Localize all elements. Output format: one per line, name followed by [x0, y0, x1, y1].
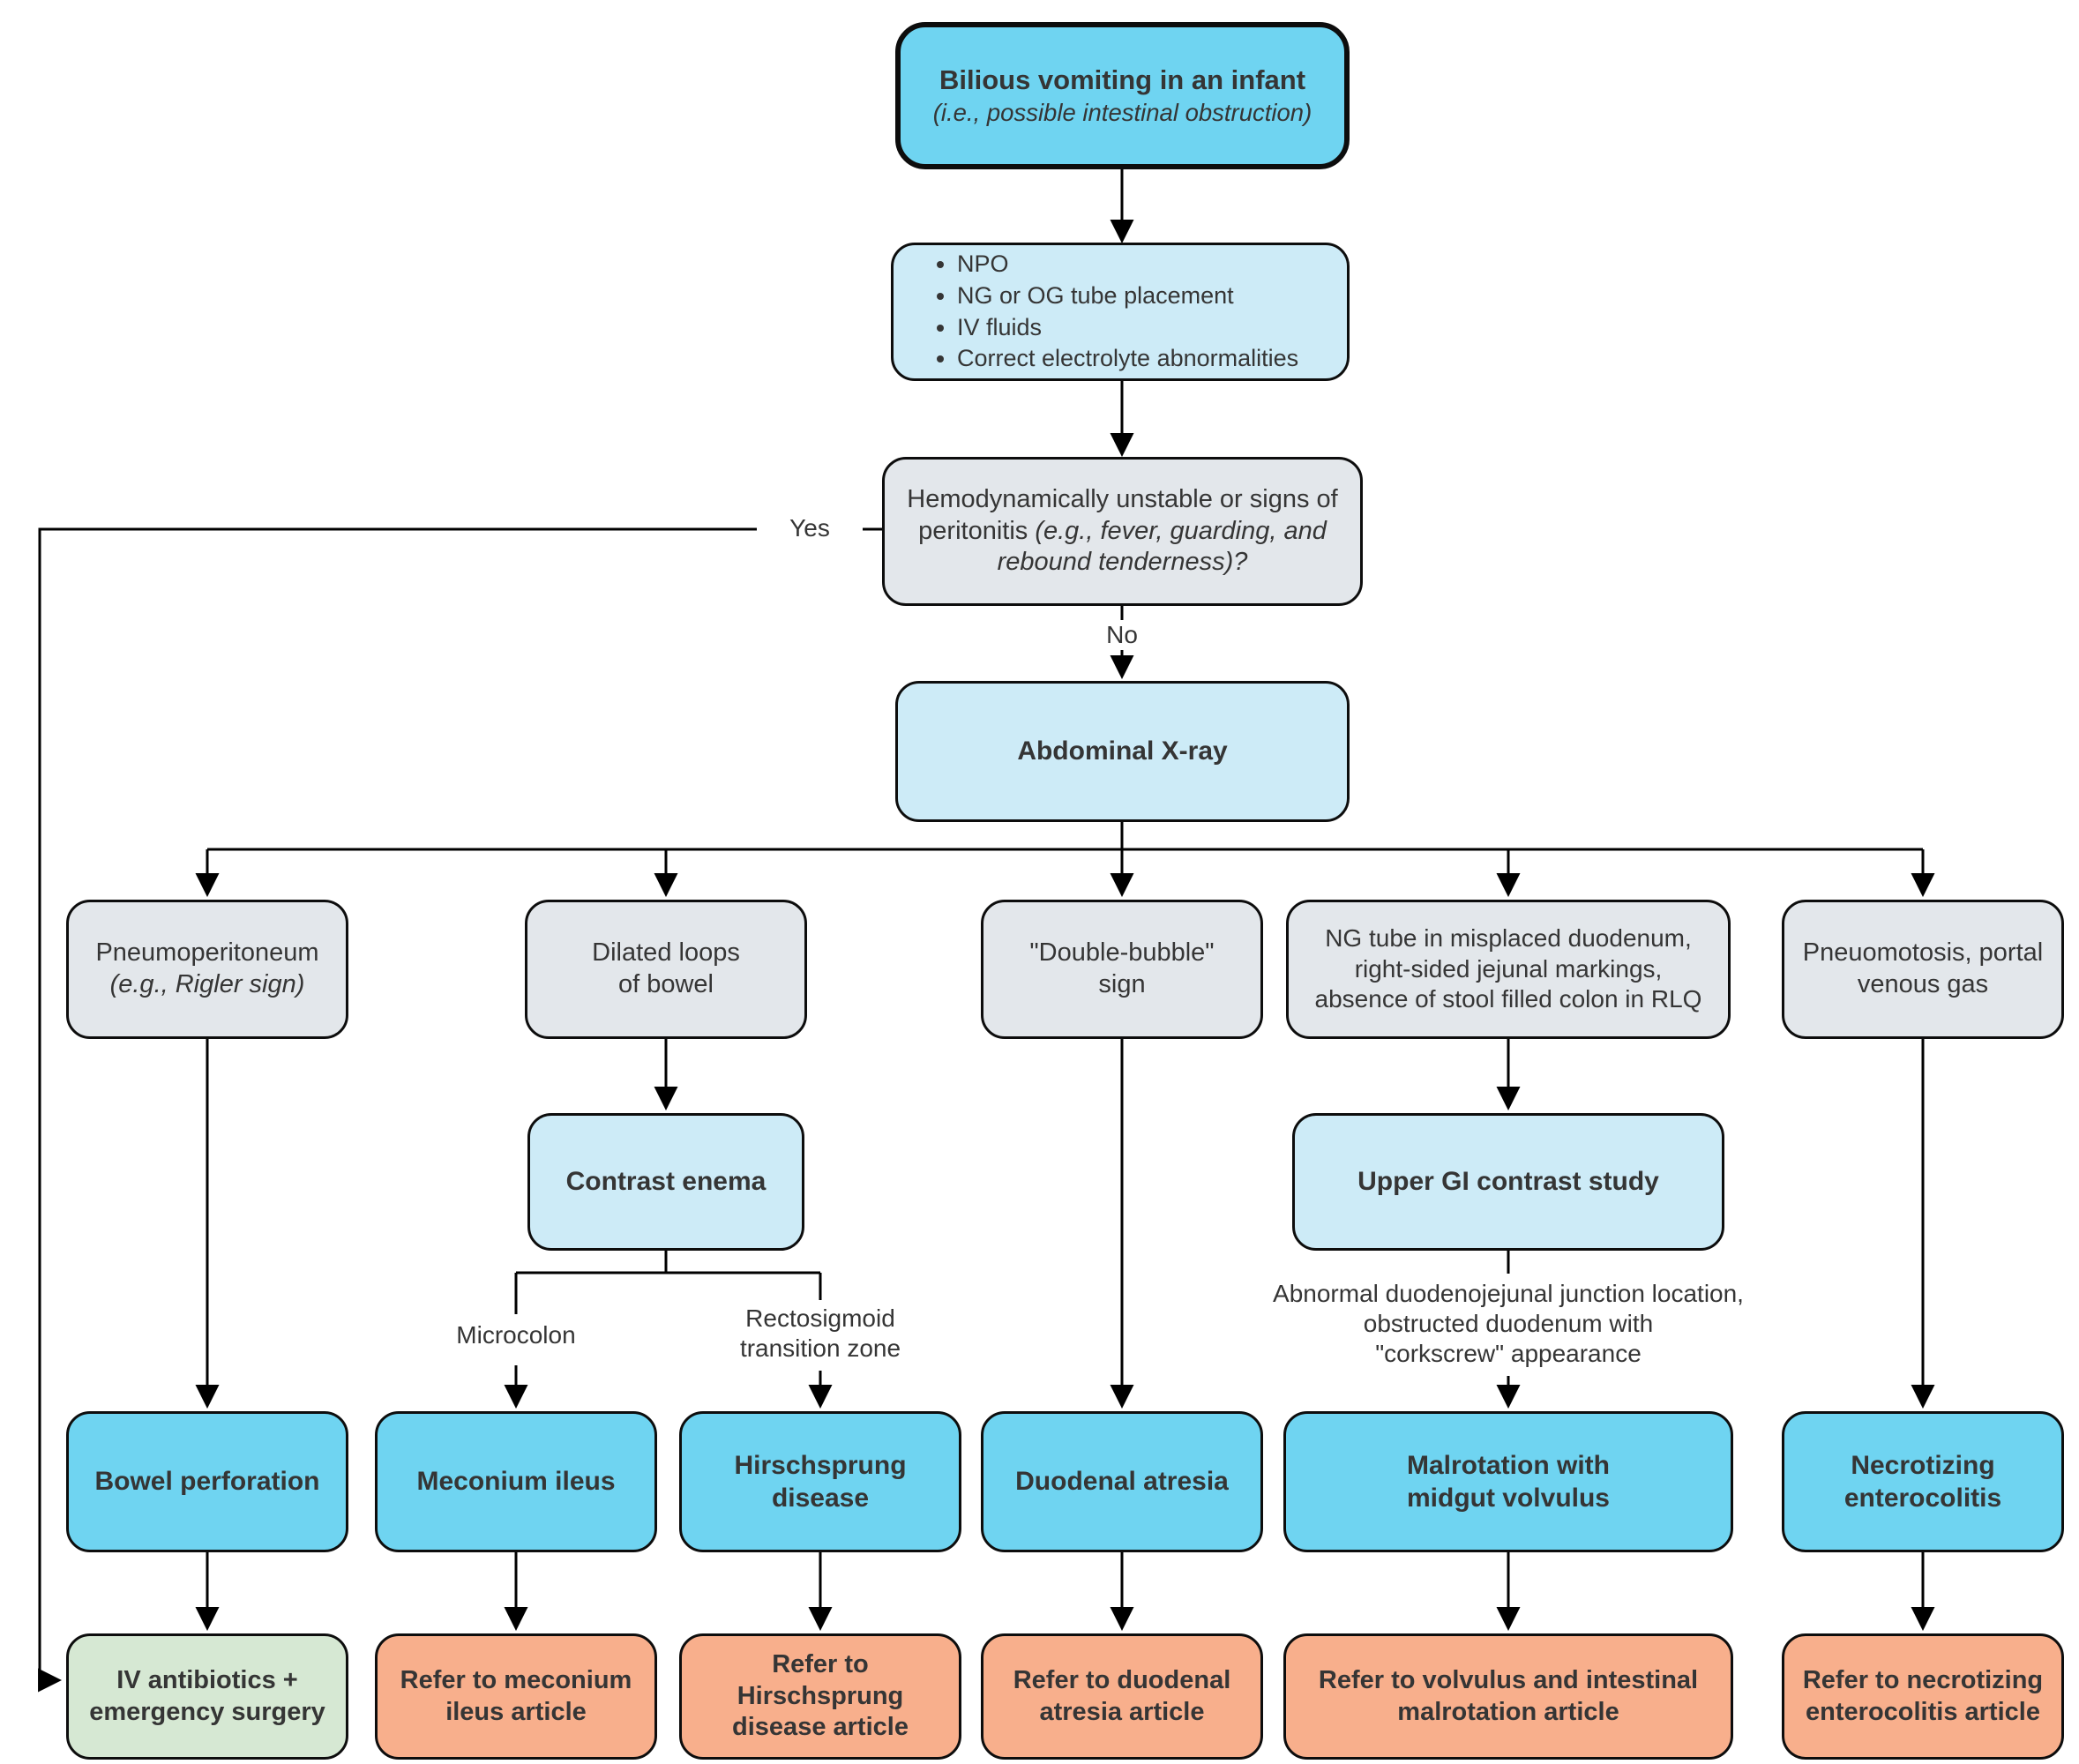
start-subtitle: (i.e., possible intestinal obstruction) — [932, 98, 1312, 126]
management-item: NPO — [957, 249, 1298, 280]
management-item: NG or OG tube placement — [957, 280, 1298, 312]
management-list: NPO NG or OG tube placement IV fluids Co… — [906, 249, 1298, 376]
node-contrast-enema: Contrast enema — [527, 1113, 804, 1251]
node-refer-meconium-ileus: Refer to meconium ileus article — [375, 1633, 657, 1760]
management-item: Correct electrolyte abnormalities — [957, 343, 1298, 375]
node-refer-hirschsprung: Refer to Hirschsprung disease article — [679, 1633, 961, 1760]
decision-text-wrap: Hemodynamically unstable or signs of per… — [897, 484, 1348, 579]
start-title: Bilious vomiting in an infant — [939, 64, 1306, 96]
node-dx-hirschsprung: Hirschsprung disease — [679, 1411, 961, 1552]
node-decision-unstable-peritonitis: Hemodynamically unstable or signs of per… — [882, 457, 1363, 606]
node-dx-malrotation-volvulus: Malrotation with midgut volvulus — [1283, 1411, 1733, 1552]
decision-text-italic: (e.g., fever, guarding, and rebound tend… — [997, 516, 1327, 577]
label-microcolon: Microcolon — [456, 1321, 576, 1349]
node-finding-double-bubble: "Double-bubble" sign — [981, 900, 1263, 1039]
node-dx-bowel-perforation: Bowel perforation — [66, 1411, 348, 1552]
node-start-bilious-vomiting: Bilious vomiting in an infant (i.e., pos… — [895, 22, 1350, 169]
label-rectosigmoid-transition: Rectosigmoid transition zone — [739, 1304, 901, 1363]
node-upper-gi-study: Upper GI contrast study — [1292, 1113, 1724, 1251]
node-abdominal-xray: Abdominal X-ray — [895, 681, 1350, 822]
node-refer-necrotizing-enterocolitis: Refer to necrotizing enterocolitis artic… — [1782, 1633, 2064, 1760]
node-action-iv-antibiotics-surgery: IV antibiotics + emergency surgery — [66, 1633, 348, 1760]
node-finding-pneumatosis: Pneuomotosis, portal venous gas — [1782, 900, 2064, 1039]
label-upper-gi-result: Abnormal duodenojejunal junction locatio… — [1273, 1280, 1744, 1368]
finding-text-italic: (e.g., Rigler sign) — [109, 970, 305, 998]
node-dx-duodenal-atresia: Duodenal atresia — [981, 1411, 1263, 1552]
node-refer-volvulus-malrotation: Refer to volvulus and intestinal malrota… — [1283, 1633, 1733, 1760]
label-yes: Yes — [757, 513, 863, 544]
finding-text: Pneumoperitoneum — [95, 938, 319, 968]
node-finding-dilated-loops: Dilated loops of bowel — [525, 900, 807, 1039]
node-dx-meconium-ileus: Meconium ileus — [375, 1411, 657, 1552]
node-finding-ng-tube: NG tube in misplaced duodenum, right-sid… — [1286, 900, 1731, 1039]
node-dx-necrotizing-enterocolitis: Necrotizing enterocolitis — [1782, 1411, 2064, 1552]
node-finding-pneumoperitoneum: Pneumoperitoneum (e.g., Rigler sign) — [66, 900, 348, 1039]
decision-text: Hemodynamically unstable or signs of per… — [907, 484, 1338, 545]
node-refer-duodenal-atresia: Refer to duodenal atresia article — [981, 1633, 1263, 1760]
xray-label: Abdominal X-ray — [1017, 736, 1228, 766]
management-item: IV fluids — [957, 312, 1298, 344]
node-initial-management: NPO NG or OG tube placement IV fluids Co… — [891, 243, 1350, 381]
arrow-yes-to-surgery — [38, 527, 882, 1693]
label-no: No — [1069, 620, 1175, 651]
